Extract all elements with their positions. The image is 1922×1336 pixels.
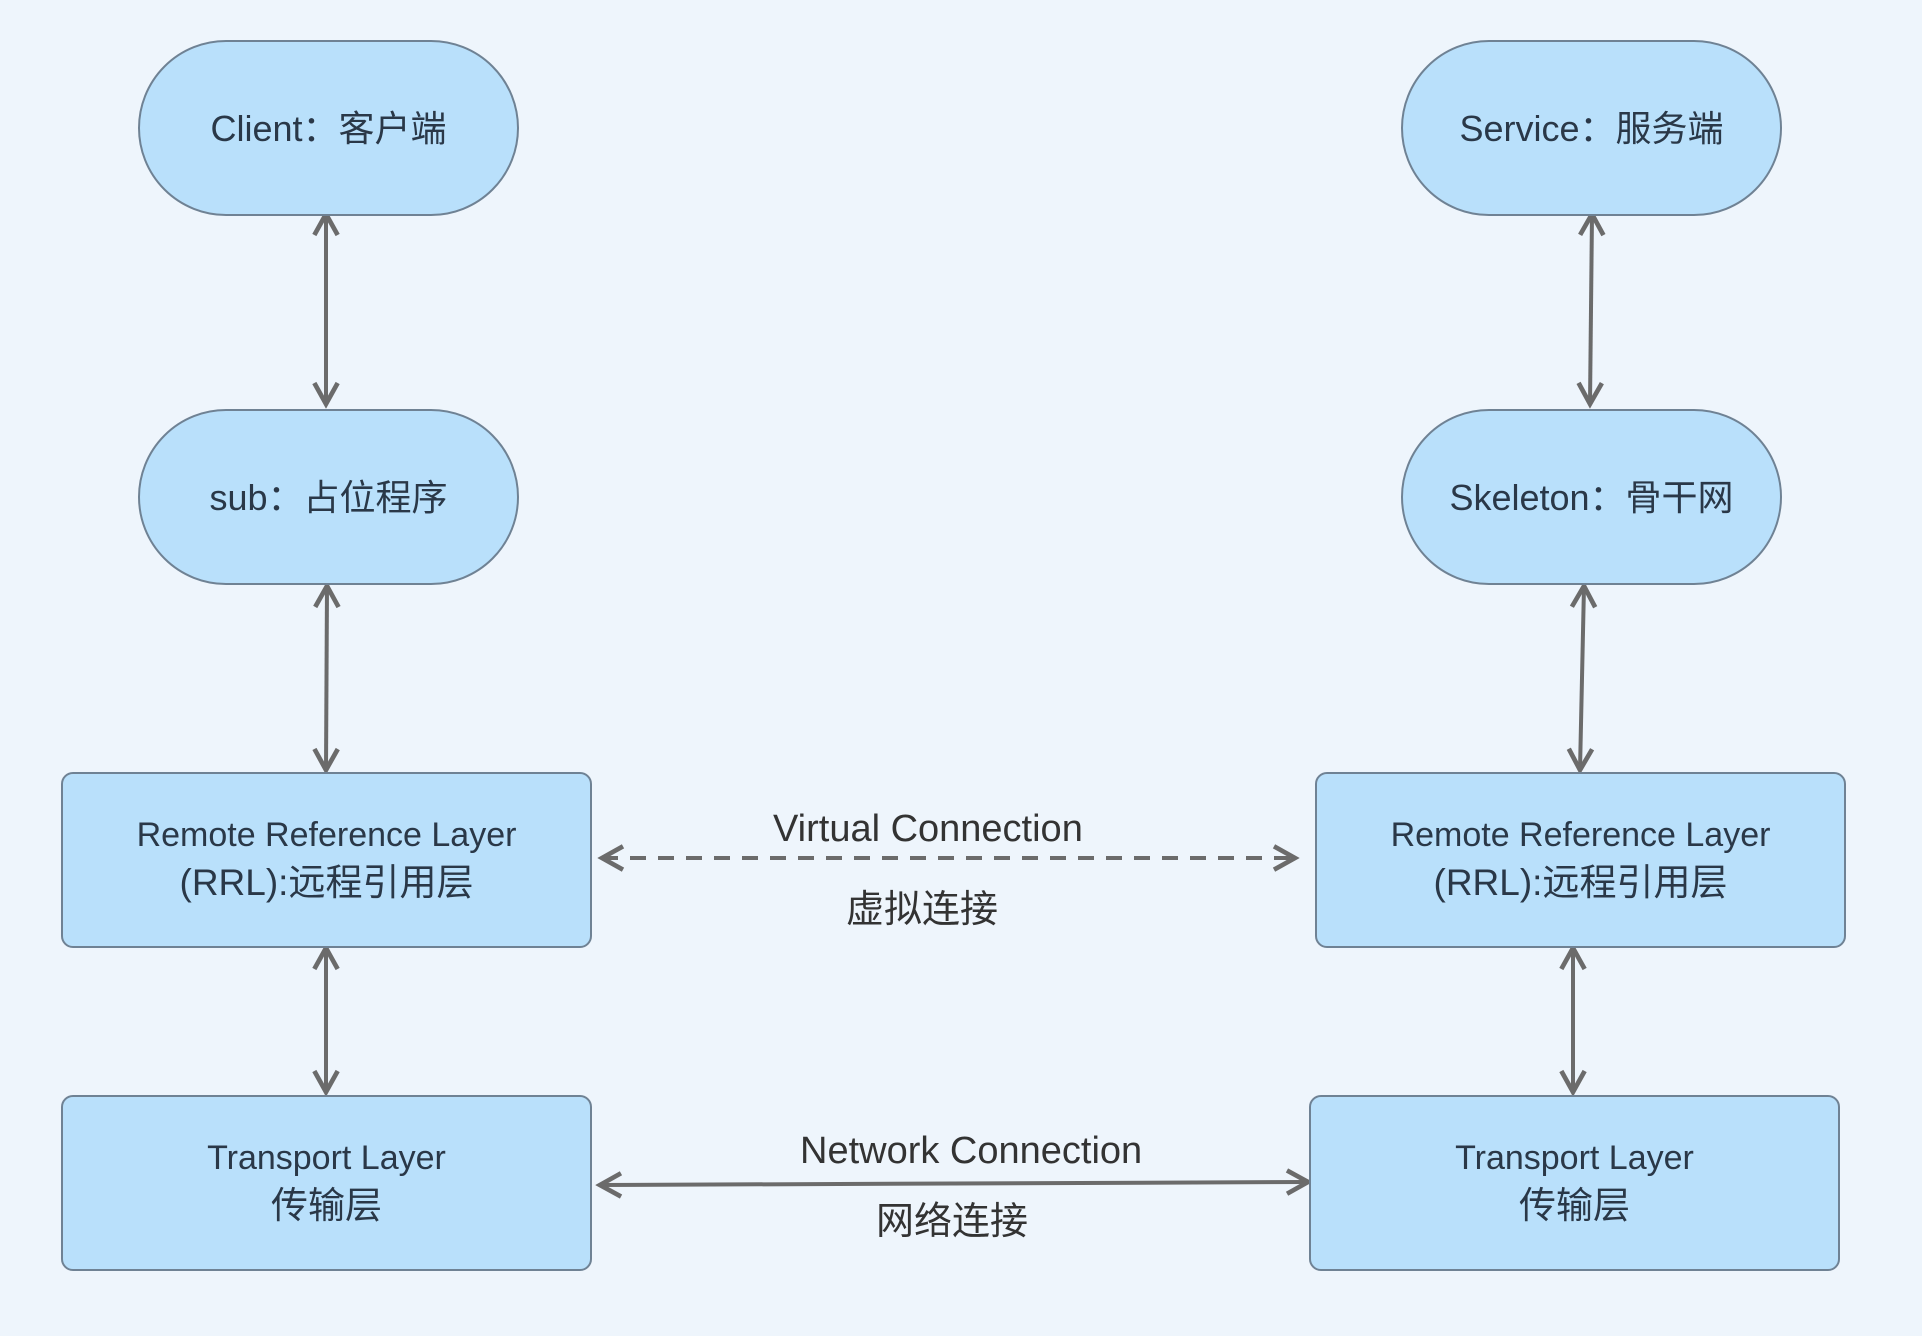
client-label: Client：客户端 bbox=[210, 107, 447, 149]
network-connection-arrow bbox=[600, 1182, 1308, 1185]
arrow-stub-rrl-left bbox=[326, 586, 327, 770]
transport-left-line1: Transport Layer bbox=[207, 1138, 446, 1177]
rrl-left-line1: Remote Reference Layer bbox=[136, 815, 517, 854]
rrl-right-node: Remote Reference Layer (RRL):远程引用层 bbox=[1315, 772, 1846, 948]
transport-right-line2: 传输层 bbox=[1519, 1185, 1630, 1227]
stub-node: sub：占位程序 bbox=[138, 409, 519, 585]
rrl-left-line2: (RRL):远程引用层 bbox=[179, 862, 474, 904]
network-connection-label: Network Connection bbox=[800, 1130, 1143, 1172]
arrow-skeleton-rrl-right bbox=[1580, 586, 1584, 770]
client-node: Client：客户端 bbox=[138, 40, 519, 216]
rrl-right-line2: (RRL):远程引用层 bbox=[1433, 862, 1728, 904]
service-label: Service：服务端 bbox=[1459, 107, 1724, 149]
rrl-left-node: Remote Reference Layer (RRL):远程引用层 bbox=[61, 772, 592, 948]
arrow-service-skeleton bbox=[1590, 214, 1592, 404]
transport-left-node: Transport Layer 传输层 bbox=[61, 1095, 592, 1271]
stub-label: sub：占位程序 bbox=[209, 476, 448, 518]
skeleton-node: Skeleton：骨干网 bbox=[1401, 409, 1782, 585]
network-connection-label-zh: 网络连接 bbox=[876, 1201, 1029, 1243]
skeleton-label: Skeleton：骨干网 bbox=[1449, 476, 1734, 518]
virtual-connection-label: Virtual Connection bbox=[773, 808, 1083, 850]
virtual-connection-label-zh: 虚拟连接 bbox=[846, 889, 999, 931]
rrl-right-line1: Remote Reference Layer bbox=[1390, 815, 1771, 854]
transport-left-line2: 传输层 bbox=[271, 1185, 382, 1227]
service-node: Service：服务端 bbox=[1401, 40, 1782, 216]
transport-right-line1: Transport Layer bbox=[1455, 1138, 1694, 1177]
transport-right-node: Transport Layer 传输层 bbox=[1309, 1095, 1840, 1271]
